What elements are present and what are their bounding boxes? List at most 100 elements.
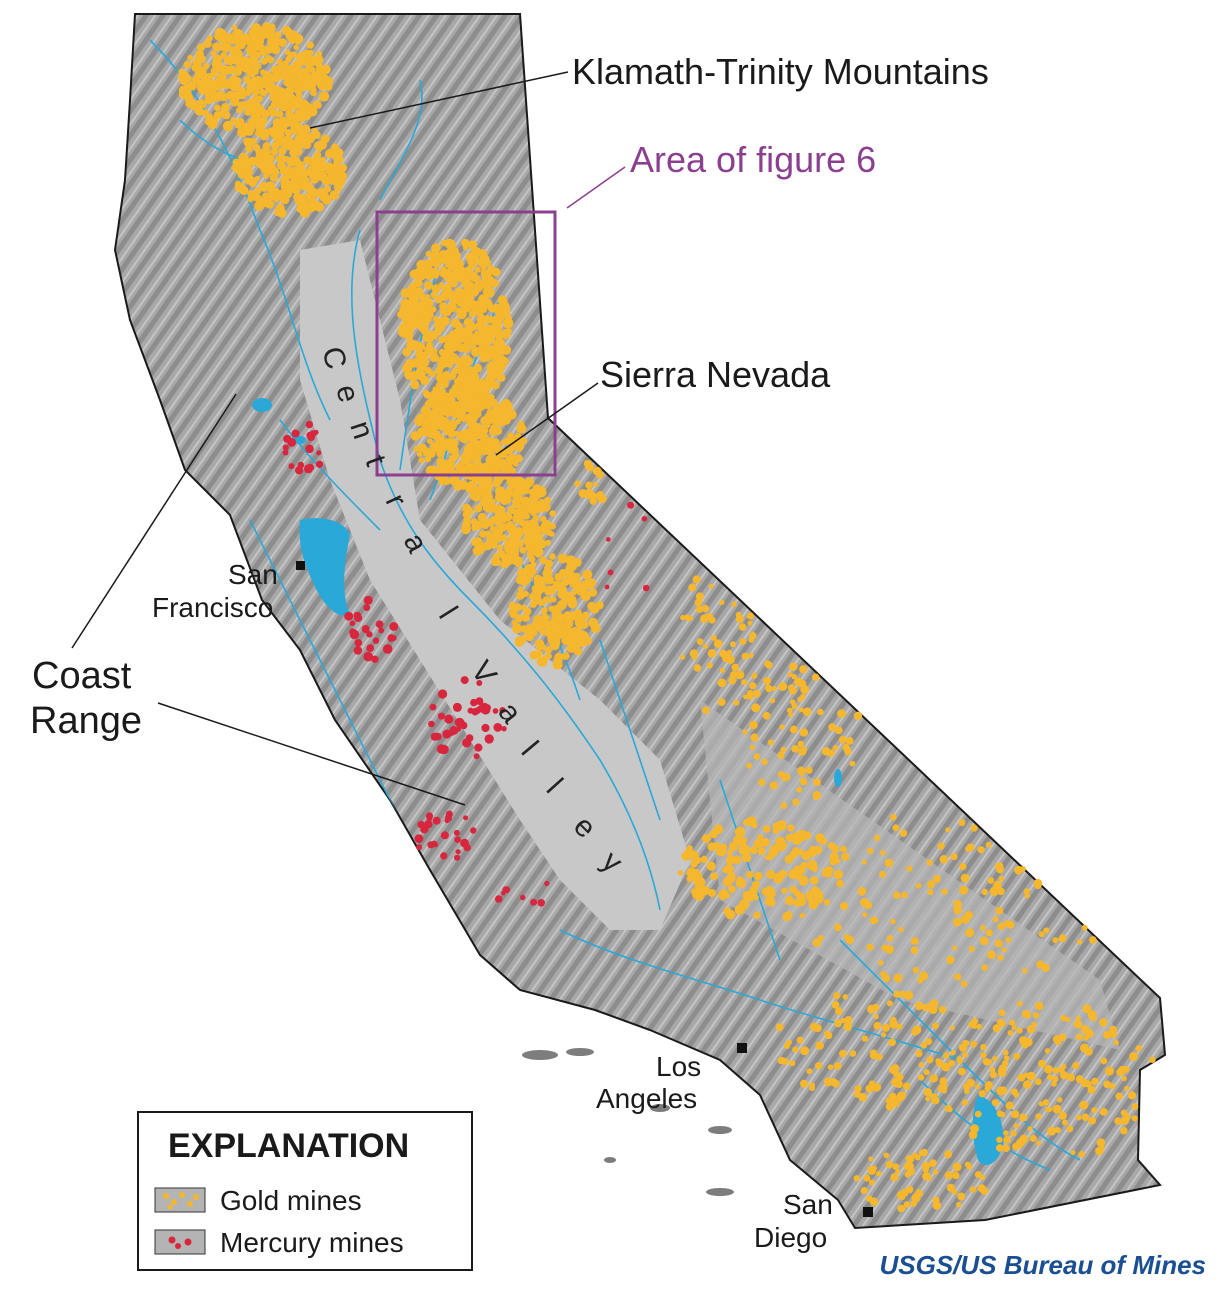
gold-mine-dot: [1002, 1049, 1009, 1056]
los-angeles-label-line1: Los: [656, 1051, 701, 1082]
gold-mine-dot: [1019, 1036, 1028, 1045]
gold-mine-dot: [881, 944, 889, 952]
gold-mine-dot: [686, 875, 694, 883]
gold-mine-dot: [436, 373, 446, 384]
gold-mine-dot: [989, 1071, 998, 1079]
gold-mine-dot: [322, 176, 331, 185]
gold-mine-dot: [566, 636, 576, 645]
gold-mine-dot: [583, 580, 591, 588]
gold-mine-dot: [915, 883, 922, 889]
gold-mine-dot: [898, 926, 904, 933]
gold-mine-dot: [456, 309, 467, 320]
gold-mine-dot: [518, 485, 527, 494]
gold-mine-dot: [494, 381, 500, 388]
gold-mine-dot: [444, 283, 452, 291]
gold-mine-dot: [1002, 1144, 1011, 1152]
gold-mine-dot: [470, 518, 479, 526]
gold-mine-dot: [812, 673, 820, 681]
gold-mine-dot: [1089, 1013, 1097, 1022]
gold-mine-dot: [976, 1023, 983, 1030]
gold-mine-dot: [789, 885, 797, 894]
gold-mine-dot: [590, 492, 598, 500]
gold-mine-dot: [1051, 1081, 1057, 1087]
mercury-mine-dot: [432, 816, 441, 825]
gold-mine-dot: [247, 176, 258, 187]
gold-mine-dot: [775, 836, 786, 847]
gold-mine-dot: [1099, 1146, 1105, 1152]
gold-mine-dot: [1067, 1073, 1075, 1081]
gold-mine-dot: [735, 615, 744, 623]
gold-mine-dot: [831, 1001, 840, 1009]
mercury-mine-dot: [544, 880, 550, 887]
gold-mine-dot: [1027, 1126, 1033, 1132]
mercury-mine-dot: [474, 743, 483, 752]
gold-mine-dot: [487, 289, 494, 296]
mercury-mine-dot: [476, 680, 483, 686]
gold-mine-dot: [337, 169, 346, 178]
gold-mine-dot: [444, 411, 451, 418]
gold-mine-dot: [878, 960, 884, 966]
gold-mine-dot: [187, 81, 197, 91]
gold-mine-dot: [927, 880, 935, 889]
gold-mine-dot: [231, 24, 238, 31]
gold-mine-dot: [788, 712, 794, 718]
gold-mine-dot: [885, 1160, 894, 1169]
gold-mine-dot: [483, 324, 494, 334]
gold-mine-dot: [256, 127, 267, 138]
gold-mine-dot: [966, 1078, 975, 1088]
gold-mine-dot: [1091, 1077, 1099, 1086]
gold-mine-dot: [312, 200, 321, 209]
gold-mine-dot: [436, 457, 445, 466]
gold-mine-dot: [1131, 1103, 1139, 1110]
gold-mine-dot: [597, 494, 607, 504]
gold-mine-dot: [787, 684, 795, 691]
gold-mine-dot: [709, 829, 719, 839]
gold-mine-dot: [293, 44, 300, 51]
mercury-mine-dot: [437, 712, 445, 720]
gold-mine-dot: [262, 192, 270, 200]
gold-mine-dot: [1043, 927, 1050, 934]
gold-mine-dot: [1002, 1060, 1009, 1067]
gold-mine-dot: [929, 1074, 938, 1083]
gold-mine-dot: [1004, 920, 1012, 927]
gold-mine-dot: [769, 697, 776, 704]
gold-mine-dot: [809, 1082, 815, 1089]
gold-mine-dot: [497, 447, 508, 459]
mercury-mine-dot: [371, 655, 379, 663]
mercury-mine-dot: [440, 852, 448, 860]
gold-mine-dot: [787, 672, 793, 678]
gold-mine-dot: [896, 1097, 903, 1103]
gold-mine-dot: [473, 537, 483, 546]
gold-mine-dot: [500, 534, 508, 542]
gold-mine-dot: [845, 737, 854, 745]
gold-mine-dot: [1088, 1116, 1097, 1125]
gold-mine-dot: [540, 542, 546, 549]
gold-mine-dot: [503, 437, 511, 445]
gold-mine-dot: [1123, 1085, 1130, 1092]
gold-mine-dot: [1075, 1015, 1081, 1021]
gold-mine-dot: [931, 1095, 940, 1105]
gold-mine-dot: [853, 1175, 860, 1182]
gold-mine-dot: [505, 540, 513, 548]
gold-mine-dot: [451, 353, 458, 360]
gold-mine-dot: [834, 1019, 842, 1028]
gold-mine-dot: [302, 72, 309, 79]
gold-mine-dot: [534, 549, 542, 558]
gold-mine-dot: [835, 1007, 843, 1016]
gold-mine-dot: [906, 865, 913, 872]
gold-mine-dot: [800, 1046, 810, 1056]
gold-mine-dot: [1077, 939, 1083, 945]
mercury-mine-dot: [493, 723, 503, 732]
gold-mine-dot: [751, 672, 758, 679]
gold-mine-dot: [917, 977, 924, 984]
gold-mine-dot: [731, 601, 737, 607]
gold-mine-dot: [693, 874, 704, 885]
gold-mine-dot: [970, 1040, 978, 1048]
gold-mine-dot: [420, 375, 430, 386]
gold-mine-dot: [724, 864, 734, 874]
gold-mine-dot: [899, 829, 908, 837]
gold-mine-dot: [244, 102, 255, 113]
gold-mine-dot: [952, 945, 958, 951]
gold-mine-dot: [220, 35, 228, 44]
gold-mine-dot: [1120, 1116, 1130, 1125]
